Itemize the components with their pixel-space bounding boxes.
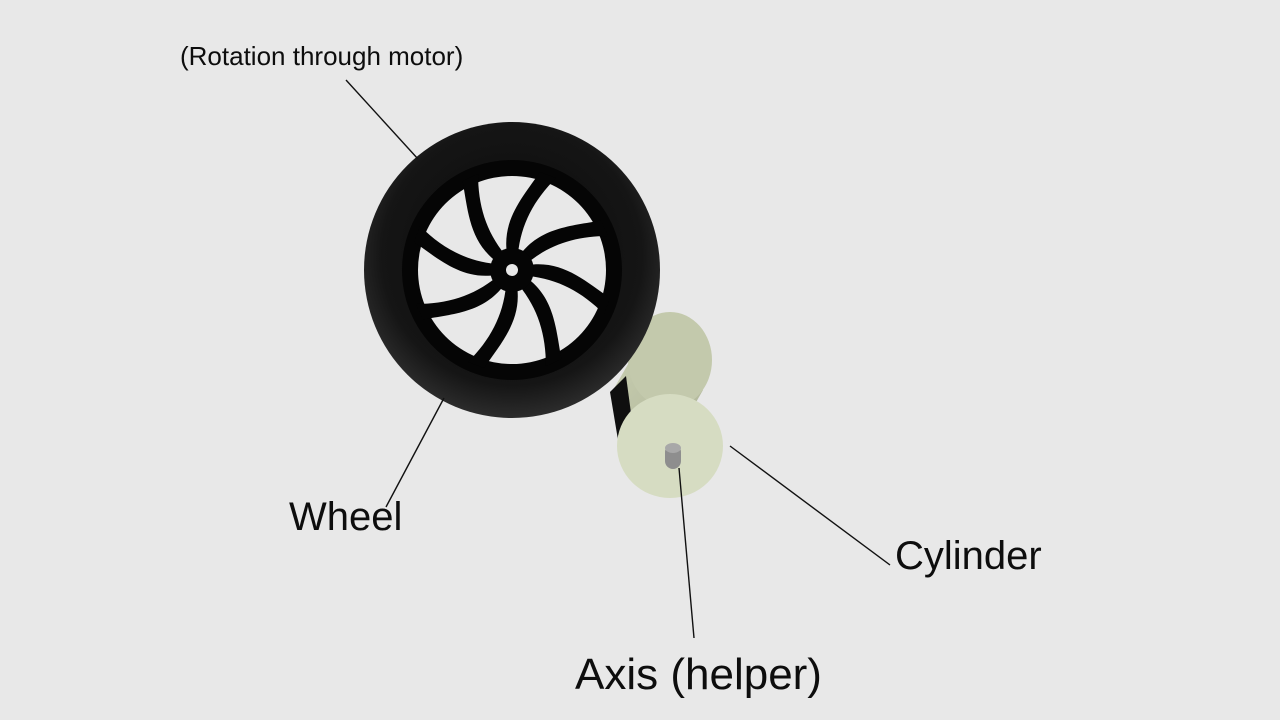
wheel-spoke: [519, 220, 609, 263]
wheel-spoke: [415, 277, 505, 320]
wheel-hub-hole: [506, 264, 518, 276]
axis-leader-line: [678, 467, 695, 639]
motor-rotation-label: (Rotation through motor): [180, 41, 464, 71]
cylinder-back-cap: [628, 312, 712, 408]
wheel-spoke: [519, 277, 562, 367]
wheel: [364, 122, 660, 418]
wheel-spoke: [468, 286, 518, 368]
wheel-spokes: [414, 172, 610, 368]
wheel-spoke: [506, 172, 556, 254]
wheel-spoke: [528, 264, 610, 314]
cylinder-label: Cylinder: [895, 534, 1042, 578]
axis-helper-label: Axis (helper): [575, 650, 822, 699]
wheel-spoke: [462, 173, 505, 263]
axis-pin: [665, 443, 681, 469]
motor-leader-line: [345, 79, 419, 160]
cylinder-leader-line: [729, 445, 891, 566]
wheel-label: Wheel: [289, 495, 403, 539]
wheel-spoke: [414, 226, 496, 276]
axis-pin-top: [665, 443, 681, 453]
wheel-leader-line: [385, 397, 445, 508]
